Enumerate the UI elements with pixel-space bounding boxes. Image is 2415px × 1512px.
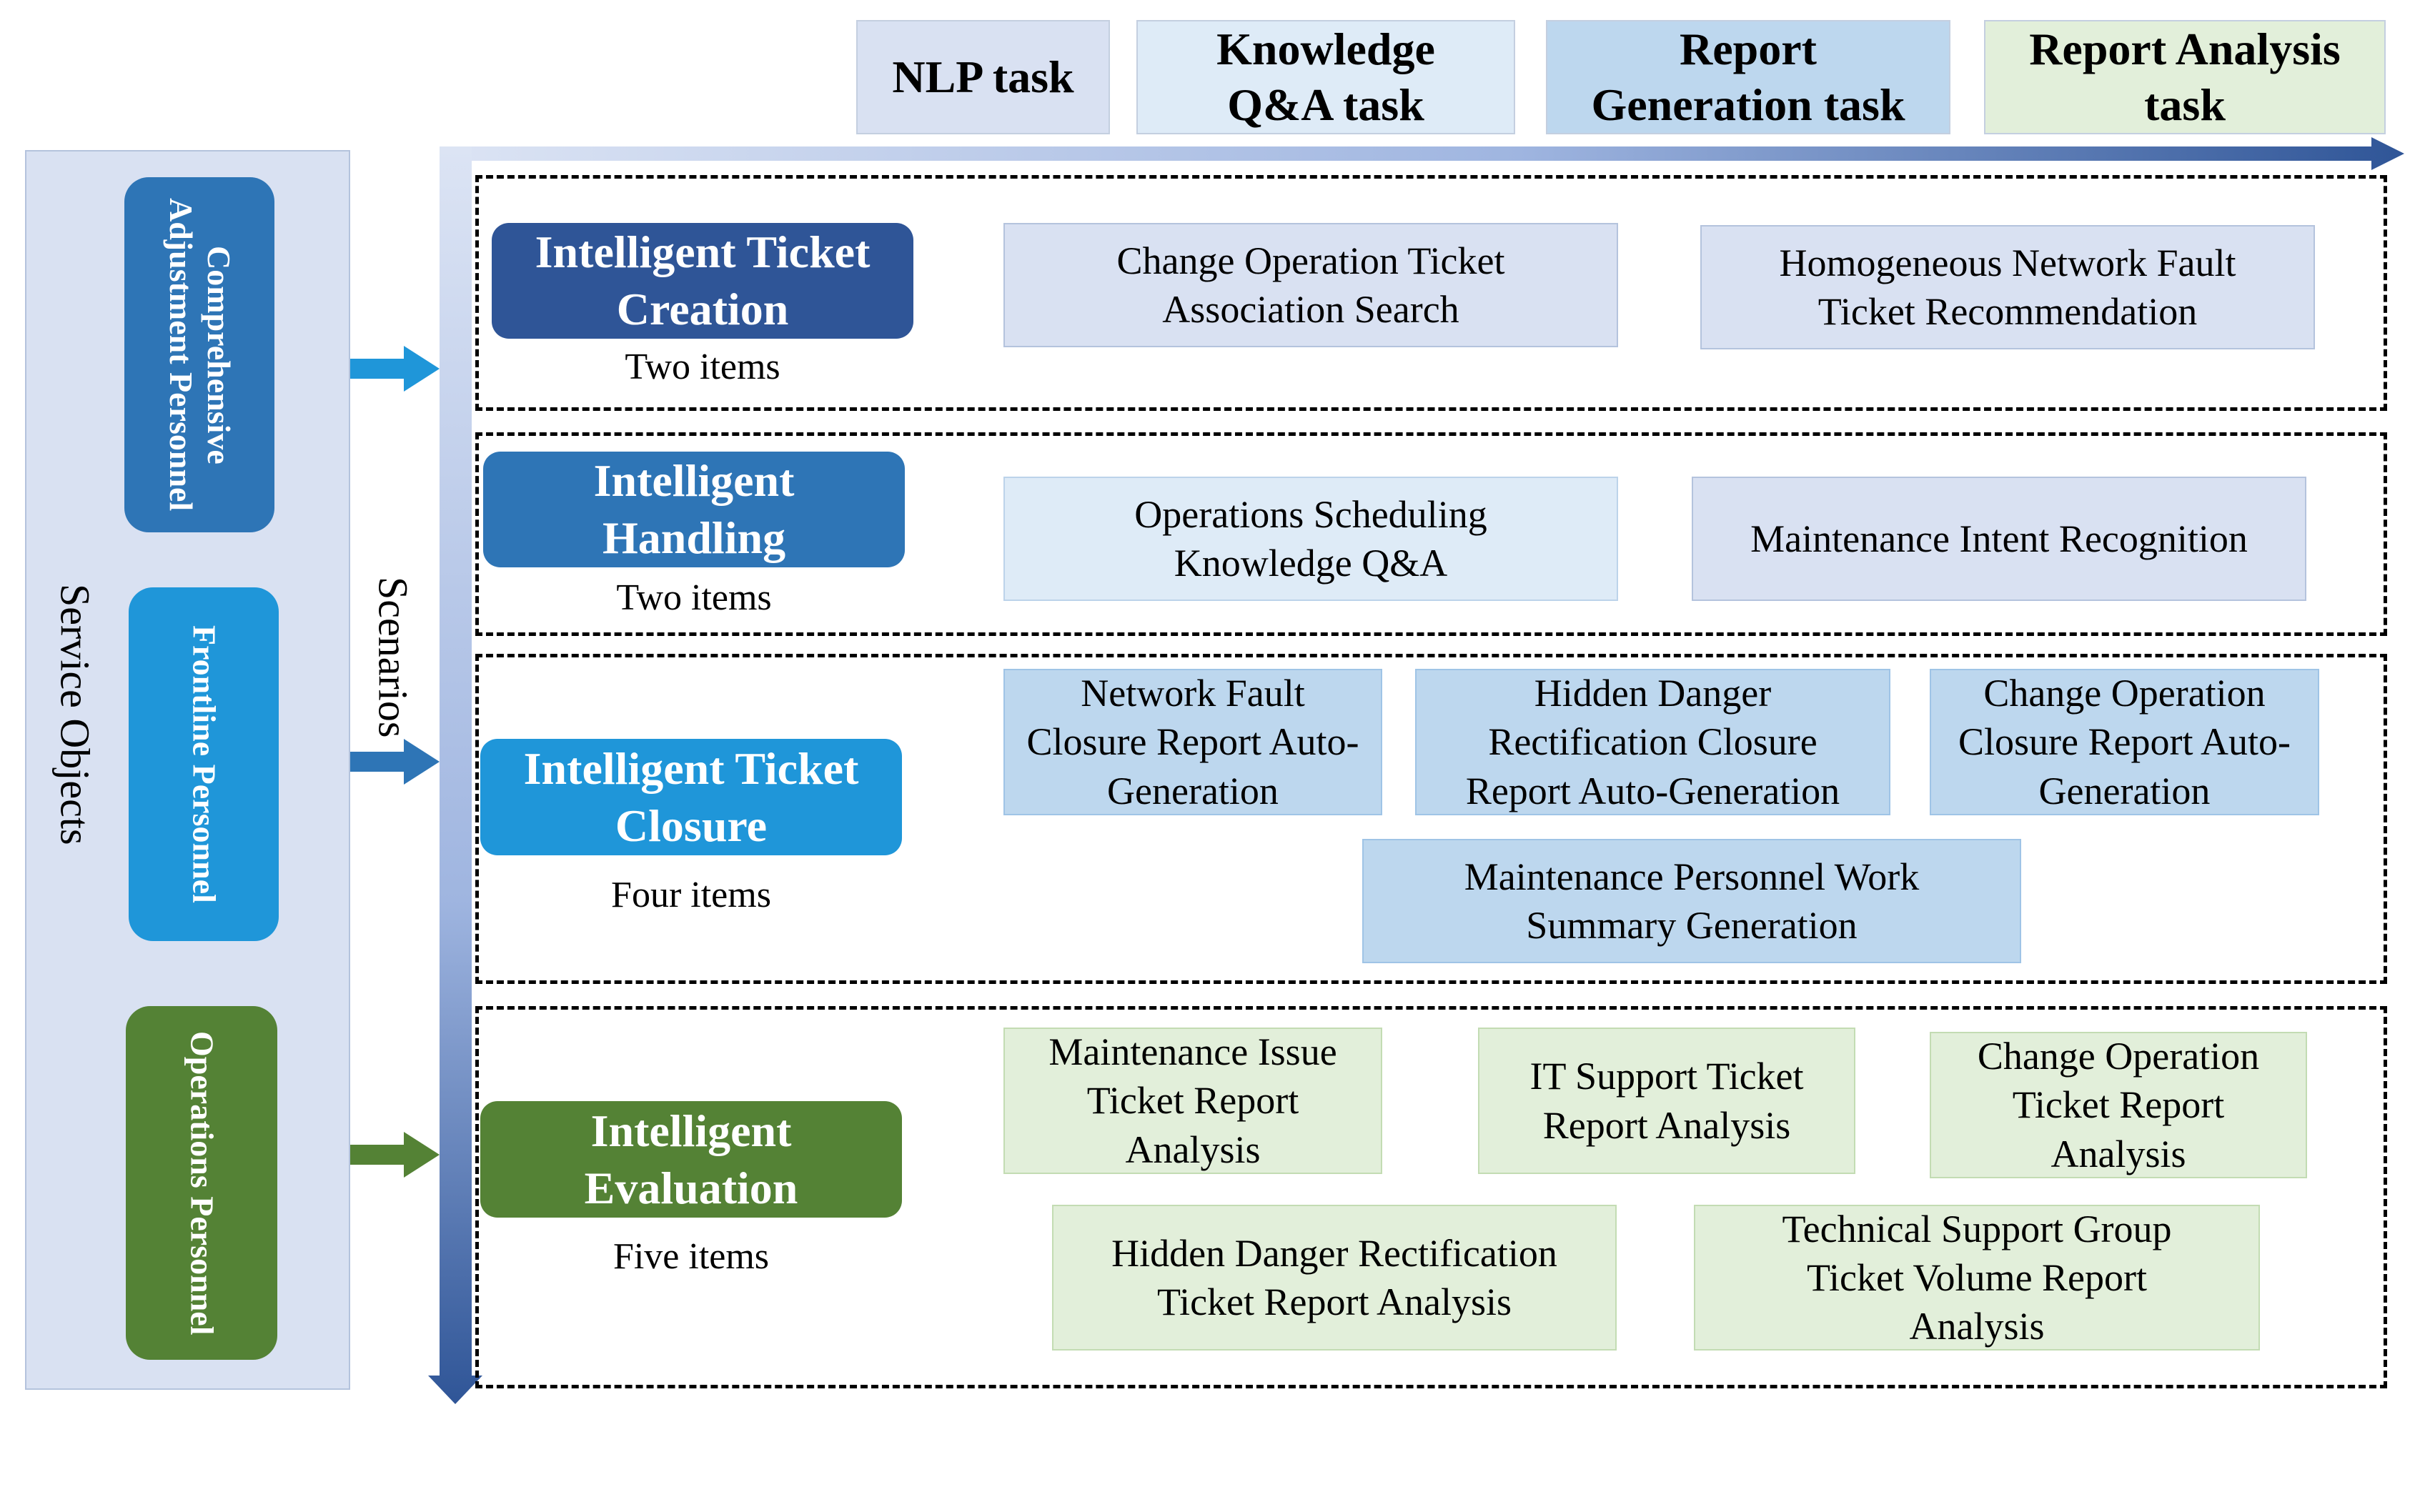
item-box: Operations Scheduling Knowledge Q&A	[1003, 477, 1618, 601]
scenario-title: Intelligent Handling	[593, 455, 795, 563]
scenario-count: Four items	[480, 867, 902, 922]
scenario-ticket-closure: Intelligent Ticket Closure	[480, 739, 902, 855]
task-report-gen-label: Report Generation task	[1591, 23, 1905, 130]
item-text: Network Fault Closure Report Auto-Genera…	[1026, 672, 1359, 812]
task-qa-label: Knowledge Q&A task	[1216, 23, 1435, 130]
scenario-count: Two items	[492, 339, 913, 394]
item-box: Hidden Danger Rectification Closure Repo…	[1415, 669, 1890, 815]
count-text: Four items	[611, 874, 771, 915]
item-box: Network Fault Closure Report Auto-Genera…	[1003, 669, 1382, 815]
item-text: Maintenance Issue Ticket Report Analysis	[1048, 1030, 1337, 1171]
item-box: IT Support Ticket Report Analysis	[1478, 1028, 1855, 1174]
item-box: Change Operation Ticket Association Sear…	[1003, 223, 1618, 347]
item-box: Maintenance Issue Ticket Report Analysis	[1003, 1028, 1382, 1174]
scenarios-text: Scenarios	[370, 577, 417, 738]
item-box: Maintenance Personnel Work Summary Gener…	[1362, 839, 2021, 963]
task-report-analysis-label: Report Analysis task	[2029, 23, 2341, 130]
item-box: Technical Support Group Ticket Volume Re…	[1694, 1205, 2260, 1351]
count-text: Five items	[613, 1235, 770, 1277]
task-axis-arrow	[440, 137, 2404, 170]
scenario-group-creation	[475, 175, 2387, 411]
scenario-title: Intelligent Ticket Closure	[523, 742, 859, 851]
item-box: Hidden Danger Rectification Ticket Repor…	[1052, 1205, 1617, 1351]
adjustment-arrow	[347, 346, 440, 392]
scenario-count: Five items	[480, 1229, 902, 1283]
task-report-analysis: Report Analysis task	[1984, 20, 2386, 134]
count-text: Two items	[616, 577, 772, 618]
scenario-evaluation: Intelligent Evaluation	[480, 1101, 902, 1218]
scenarios-label: Scenarios	[357, 529, 429, 786]
task-nlp-label: NLP task	[892, 51, 1074, 102]
personnel-label: Frontline Personnel	[186, 625, 223, 903]
item-text: Technical Support Group Ticket Volume Re…	[1782, 1207, 2172, 1348]
operations-personnel: Operations Personnel	[126, 1006, 277, 1360]
task-report-generation: Report Generation task	[1546, 20, 1950, 134]
service-objects-text: Service Objects	[51, 584, 99, 845]
service-objects-label: Service Objects	[39, 500, 111, 929]
scenario-group-handling	[475, 432, 2387, 636]
scenario-title: Intelligent Ticket Creation	[535, 227, 871, 334]
scenario-axis-arrow	[428, 146, 482, 1404]
frontline-personnel: Frontline Personnel	[129, 587, 279, 941]
scenario-group-evaluation	[475, 1006, 2387, 1388]
item-box: Change Operation Ticket Report Analysis	[1930, 1032, 2307, 1178]
item-text: Change Operation Ticket Association Sear…	[1116, 239, 1505, 331]
scenario-group-closure	[475, 654, 2387, 984]
item-text: Maintenance Intent Recognition	[1750, 517, 2248, 560]
task-nlp: NLP task	[856, 20, 1110, 134]
item-text: Operations Scheduling Knowledge Q&A	[1134, 492, 1487, 585]
comprehensive-adjustment-personnel: Comprehensive Adjustment Personnel	[124, 177, 274, 532]
item-text: Change Operation Ticket Report Analysis	[1977, 1035, 2260, 1175]
scenario-handling: Intelligent Handling	[483, 452, 905, 567]
frontline-arrow	[347, 739, 440, 785]
item-text: IT Support Ticket Report Analysis	[1529, 1055, 1804, 1147]
item-text: Homogeneous Network Fault Ticket Recomme…	[1779, 241, 2236, 333]
count-text: Two items	[625, 346, 780, 387]
personnel-label: Comprehensive Adjustment Personnel	[163, 198, 237, 512]
operations-arrow	[347, 1132, 440, 1178]
item-box: Change Operation Closure Report Auto-Gen…	[1930, 669, 2319, 815]
scenario-count: Two items	[483, 570, 905, 625]
task-knowledge-qa: Knowledge Q&A task	[1136, 20, 1515, 134]
item-text: Maintenance Personnel Work Summary Gener…	[1464, 855, 1920, 947]
scenario-title: Intelligent Evaluation	[584, 1105, 798, 1213]
item-text: Hidden Danger Rectification Ticket Repor…	[1111, 1231, 1557, 1323]
item-box: Homogeneous Network Fault Ticket Recomme…	[1700, 225, 2315, 349]
item-box: Maintenance Intent Recognition	[1692, 477, 2306, 601]
item-text: Change Operation Closure Report Auto-Gen…	[1958, 672, 2291, 812]
personnel-label: Operations Personnel	[184, 1030, 221, 1336]
scenario-ticket-creation: Intelligent Ticket Creation	[492, 223, 913, 339]
item-text: Hidden Danger Rectification Closure Repo…	[1465, 672, 1840, 812]
